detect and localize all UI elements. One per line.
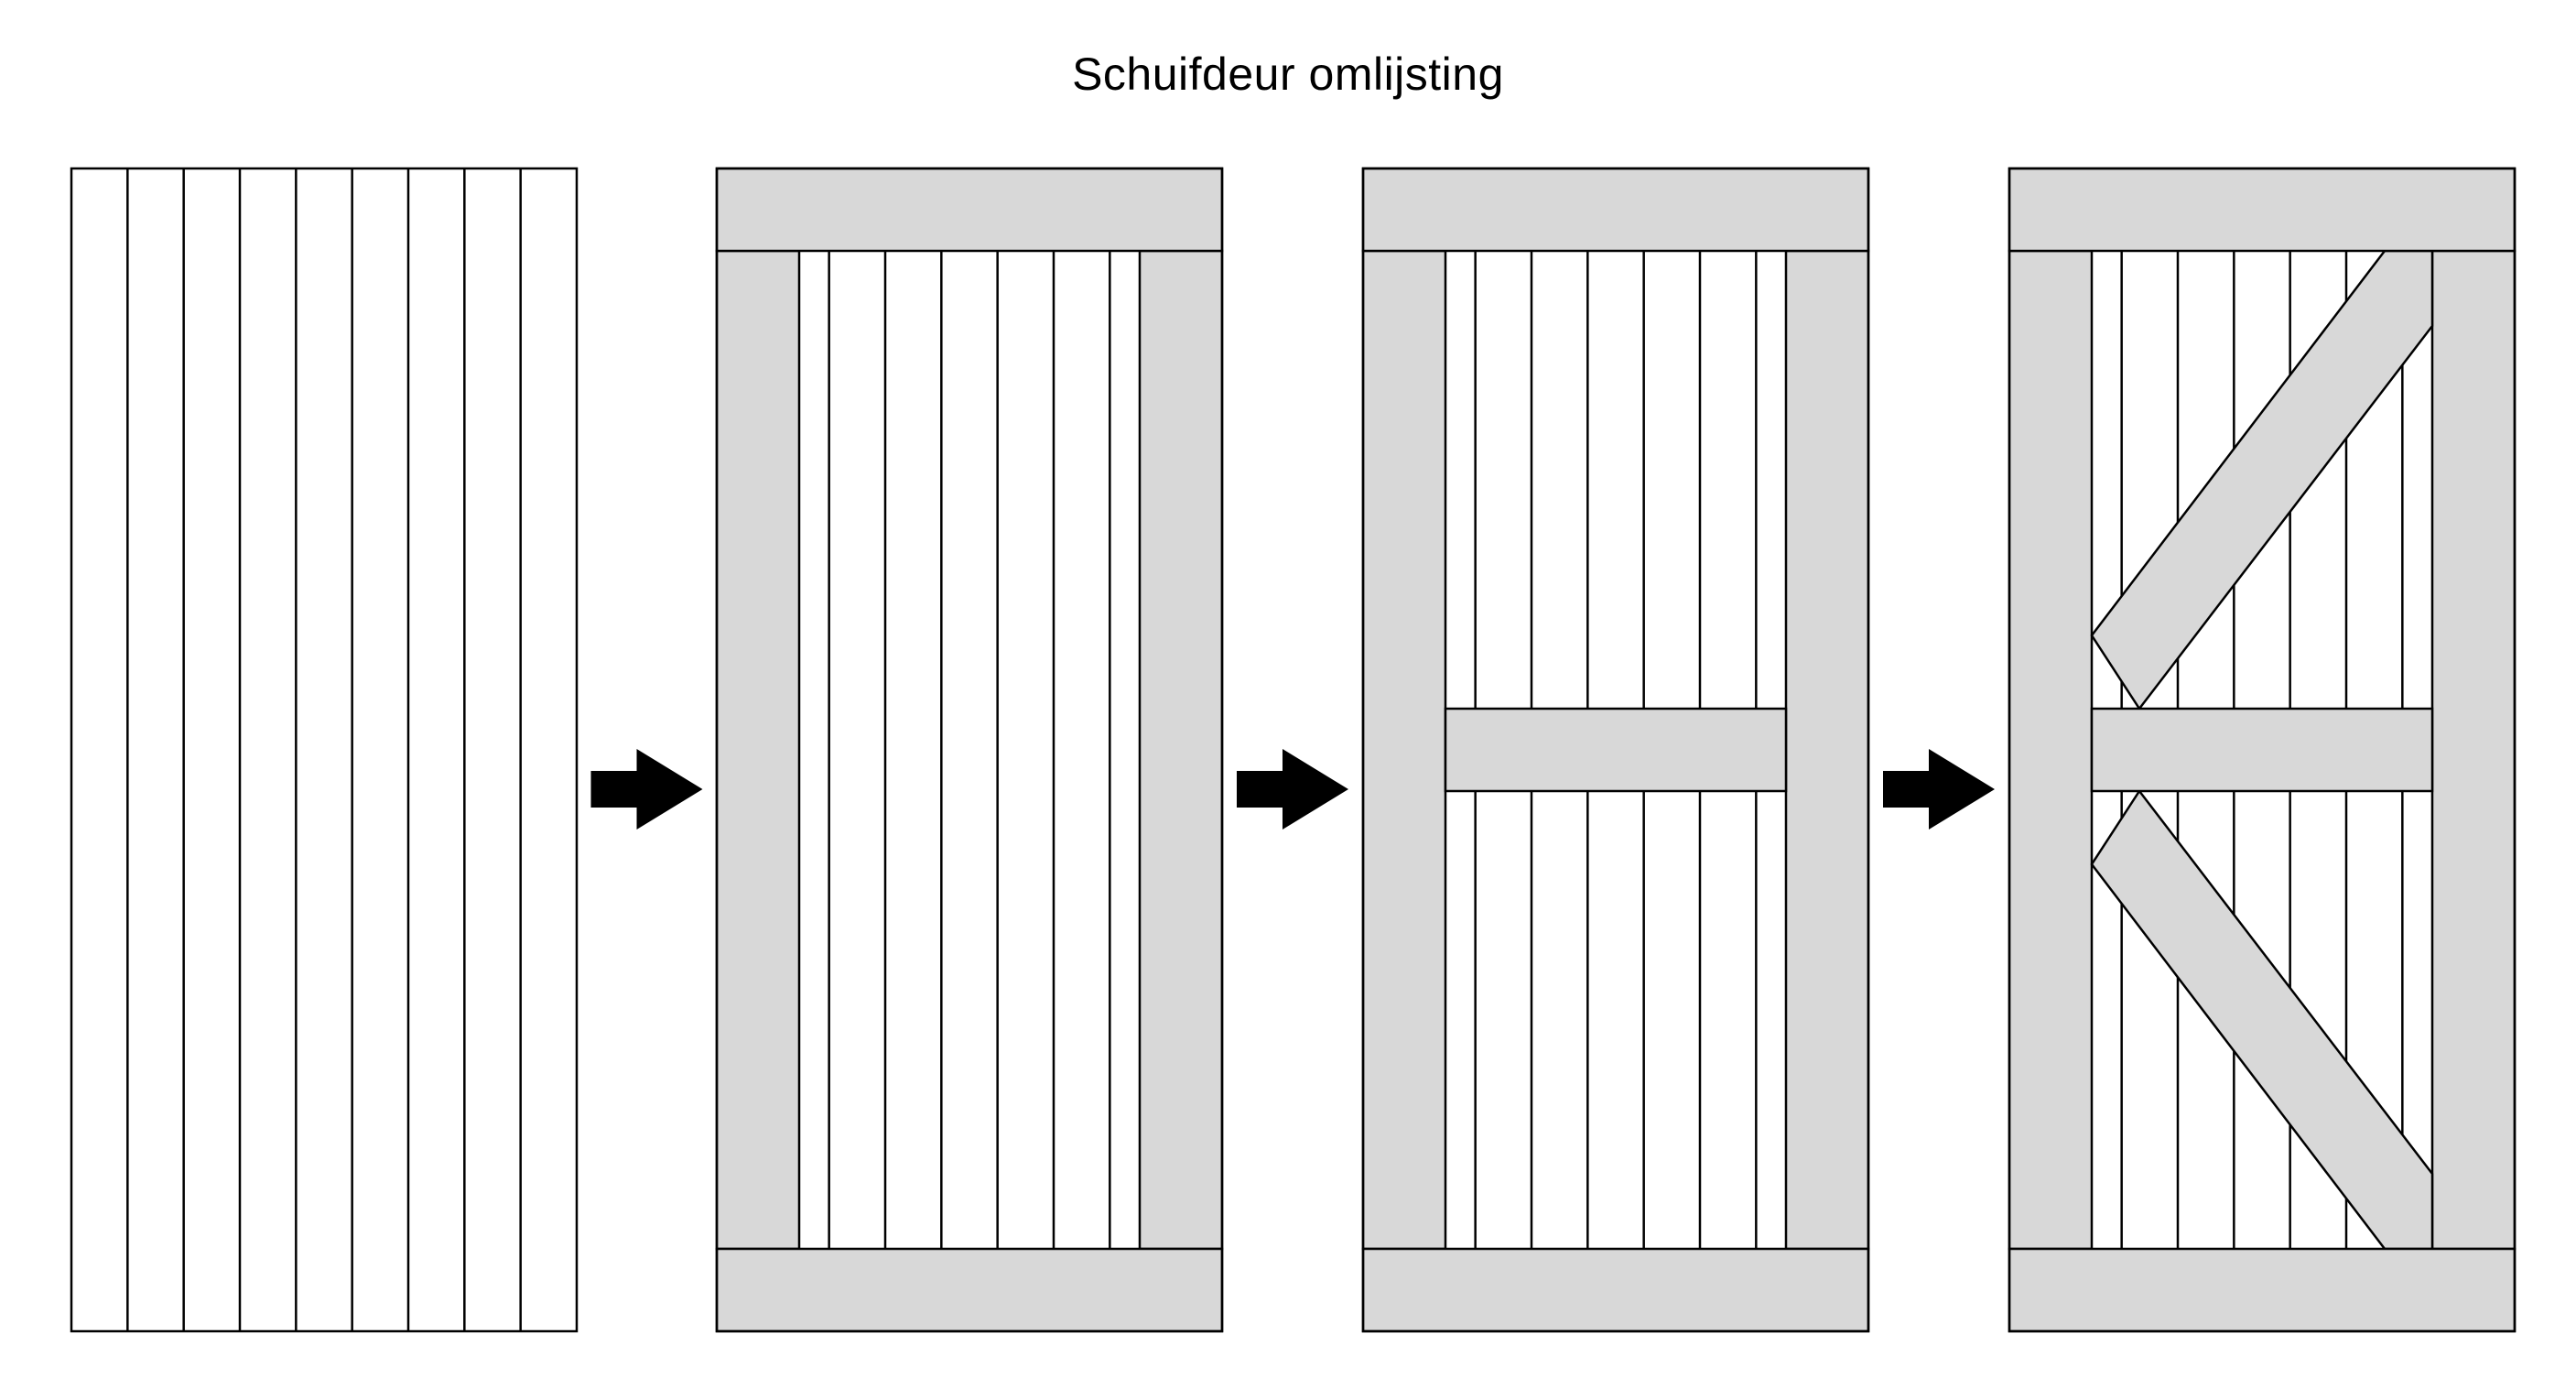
right-stile (2430, 249, 2516, 1251)
bottom-rail (2008, 1247, 2516, 1333)
right-arrow-icon (1237, 749, 1348, 830)
planks-background (71, 168, 577, 1331)
diagram-title: Schuifdeur omlijsting (1072, 49, 1504, 100)
left-stile (715, 249, 801, 1251)
left-stile (1361, 249, 1447, 1251)
bottom-rail (1361, 1247, 1870, 1333)
panel-planks (70, 167, 579, 1333)
upper-diagonal-brace (2090, 249, 2434, 711)
bottom-rail (715, 1247, 1224, 1333)
right-arrow-icon (590, 749, 703, 830)
arrows-layer (590, 749, 1995, 830)
panels-layer (70, 167, 2516, 1333)
top-rail (715, 167, 1224, 253)
right-stile (1138, 249, 1224, 1251)
middle-rail (2090, 707, 2434, 793)
panel-outline (715, 167, 1224, 1333)
panel-outline (2008, 167, 2516, 1333)
right-arrow-icon (1883, 749, 1995, 830)
planks-background (717, 168, 1222, 1331)
top-rail (1361, 167, 1870, 253)
right-stile (1784, 249, 1870, 1251)
panel-frame-rail (1361, 167, 1870, 1333)
panel-outline (70, 167, 579, 1333)
middle-rail (1444, 707, 1788, 793)
lower-diagonal-brace (2090, 788, 2434, 1251)
panel-outline (1361, 167, 1870, 1333)
top-rail (2008, 167, 2516, 253)
left-stile (2008, 249, 2094, 1251)
panel-frame (715, 167, 1224, 1333)
panel-frame-rail-braces (2008, 167, 2516, 1333)
